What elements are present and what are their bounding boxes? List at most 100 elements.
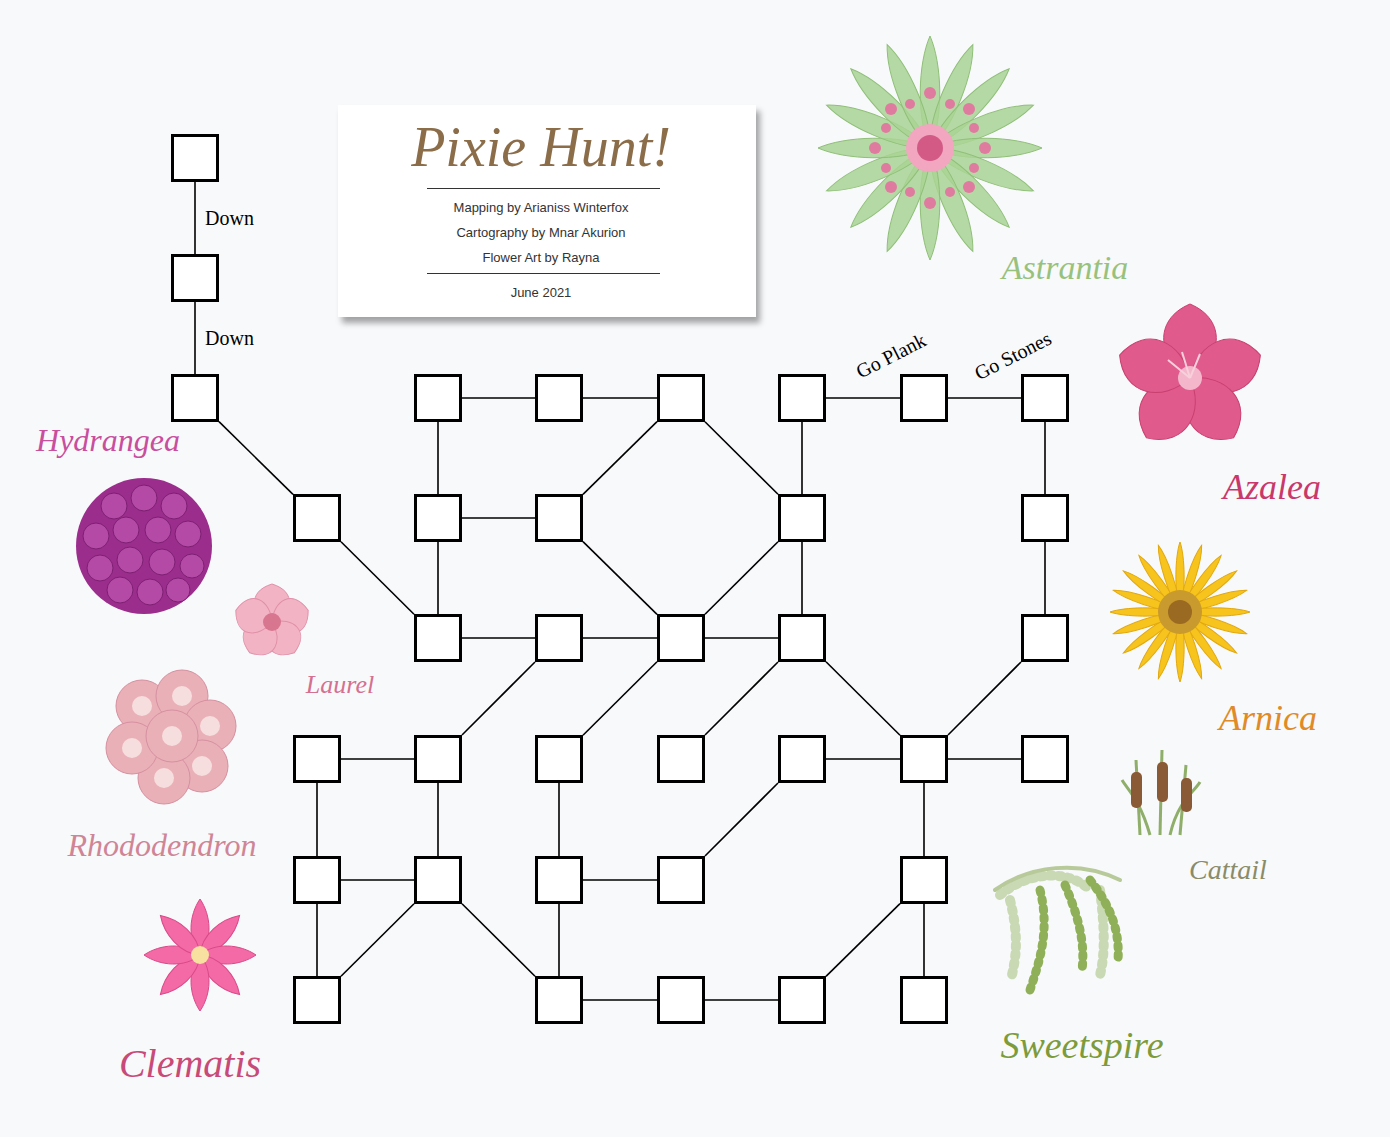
- room-box: [535, 976, 583, 1024]
- path-connector: [583, 422, 657, 495]
- room-box: [535, 614, 583, 662]
- path-connector: [341, 879, 414, 881]
- path-connector: [948, 758, 1021, 760]
- path-connector: [923, 904, 925, 976]
- room-box: [778, 374, 826, 422]
- path-connector: [341, 542, 414, 614]
- room-box: [900, 735, 948, 783]
- clematis-flower: [144, 899, 256, 1011]
- room-box: [535, 494, 583, 542]
- flower-name: Arnica: [1219, 697, 1317, 739]
- arnica-flower: [1110, 542, 1250, 682]
- path-connector: [437, 783, 439, 856]
- path-connector: [316, 904, 318, 976]
- path-connector: [583, 999, 657, 1001]
- path-connector: [705, 662, 778, 735]
- room-box: [778, 976, 826, 1024]
- credit-text: Flower Art by Rayna: [482, 250, 599, 265]
- path-connector: [462, 397, 535, 399]
- credit-text: Mapping by Arianiss Winterfox: [454, 200, 629, 215]
- edge-label: Down: [203, 327, 256, 350]
- flower-name: Laurel: [306, 670, 374, 700]
- room-box: [414, 614, 462, 662]
- astrantia-flower: [818, 36, 1042, 260]
- room-box: [657, 735, 705, 783]
- map-title: Pixie Hunt!: [411, 115, 671, 179]
- path-connector: [437, 422, 439, 494]
- flower-name: Sweetspire: [1000, 1023, 1163, 1067]
- path-connector: [558, 904, 560, 976]
- room-box: [900, 976, 948, 1024]
- room-box: [414, 374, 462, 422]
- credit-text: Cartography by Mnar Akurion: [456, 225, 625, 240]
- room-box: [535, 856, 583, 904]
- room-box: [293, 735, 341, 783]
- path-connector: [1044, 542, 1046, 614]
- path-connector: [705, 637, 778, 639]
- path-connector: [316, 783, 318, 856]
- room-box: [1021, 614, 1069, 662]
- room-box: [900, 856, 948, 904]
- room-box: [778, 494, 826, 542]
- path-connector: [826, 904, 900, 977]
- rhododendron-flower: [106, 670, 236, 804]
- flower-name: Rhododendron: [67, 827, 256, 864]
- path-connector: [948, 662, 1021, 735]
- room-box: [293, 856, 341, 904]
- path-connector: [437, 542, 439, 614]
- path-connector: [705, 999, 778, 1001]
- flower-name: Azalea: [1223, 466, 1321, 508]
- edge-label: Down: [203, 207, 256, 230]
- room-box: [414, 856, 462, 904]
- path-connector: [801, 542, 803, 614]
- path-connector: [923, 783, 925, 856]
- room-box: [657, 614, 705, 662]
- flower-name: Cattail: [1189, 854, 1267, 886]
- path-connector: [705, 783, 778, 856]
- path-connector: [583, 542, 657, 615]
- path-connector: [341, 758, 414, 760]
- room-box: [1021, 374, 1069, 422]
- path-connector: [341, 904, 414, 976]
- path-connector: [583, 879, 657, 881]
- path-connector: [462, 904, 535, 976]
- room-box: [1021, 735, 1069, 783]
- room-box: [657, 976, 705, 1024]
- path-connector: [194, 302, 196, 374]
- path-connector: [194, 182, 196, 254]
- flower-name: Clematis: [119, 1040, 261, 1087]
- room-box: [900, 374, 948, 422]
- path-connector: [801, 422, 803, 494]
- path-connector: [583, 662, 657, 735]
- path-connector: [705, 422, 778, 494]
- credit-text: June 2021: [511, 285, 572, 300]
- flower-name: Astrantia: [1002, 249, 1129, 287]
- room-box: [657, 374, 705, 422]
- room-box: [171, 374, 219, 422]
- path-connector: [462, 662, 535, 735]
- room-box: [778, 735, 826, 783]
- flower-name: Hydrangea: [36, 422, 180, 459]
- path-connector: [1044, 422, 1046, 494]
- path-connector: [826, 397, 900, 399]
- path-connector: [705, 542, 778, 614]
- room-box: [293, 976, 341, 1024]
- room-box: [1021, 494, 1069, 542]
- path-connector: [219, 422, 293, 495]
- path-connector: [826, 662, 900, 735]
- sweetspire-plant: [995, 868, 1120, 990]
- hydrangea-flower: [76, 478, 212, 614]
- path-connector: [948, 397, 1021, 399]
- path-connector: [462, 637, 535, 639]
- room-box: [657, 856, 705, 904]
- room-box: [535, 374, 583, 422]
- path-connector: [462, 517, 535, 519]
- room-box: [171, 134, 219, 182]
- path-connector: [826, 758, 900, 760]
- room-box: [293, 494, 341, 542]
- room-box: [535, 735, 583, 783]
- path-connector: [583, 397, 657, 399]
- laurel-flower: [231, 584, 314, 663]
- cattail-plant: [1122, 750, 1200, 835]
